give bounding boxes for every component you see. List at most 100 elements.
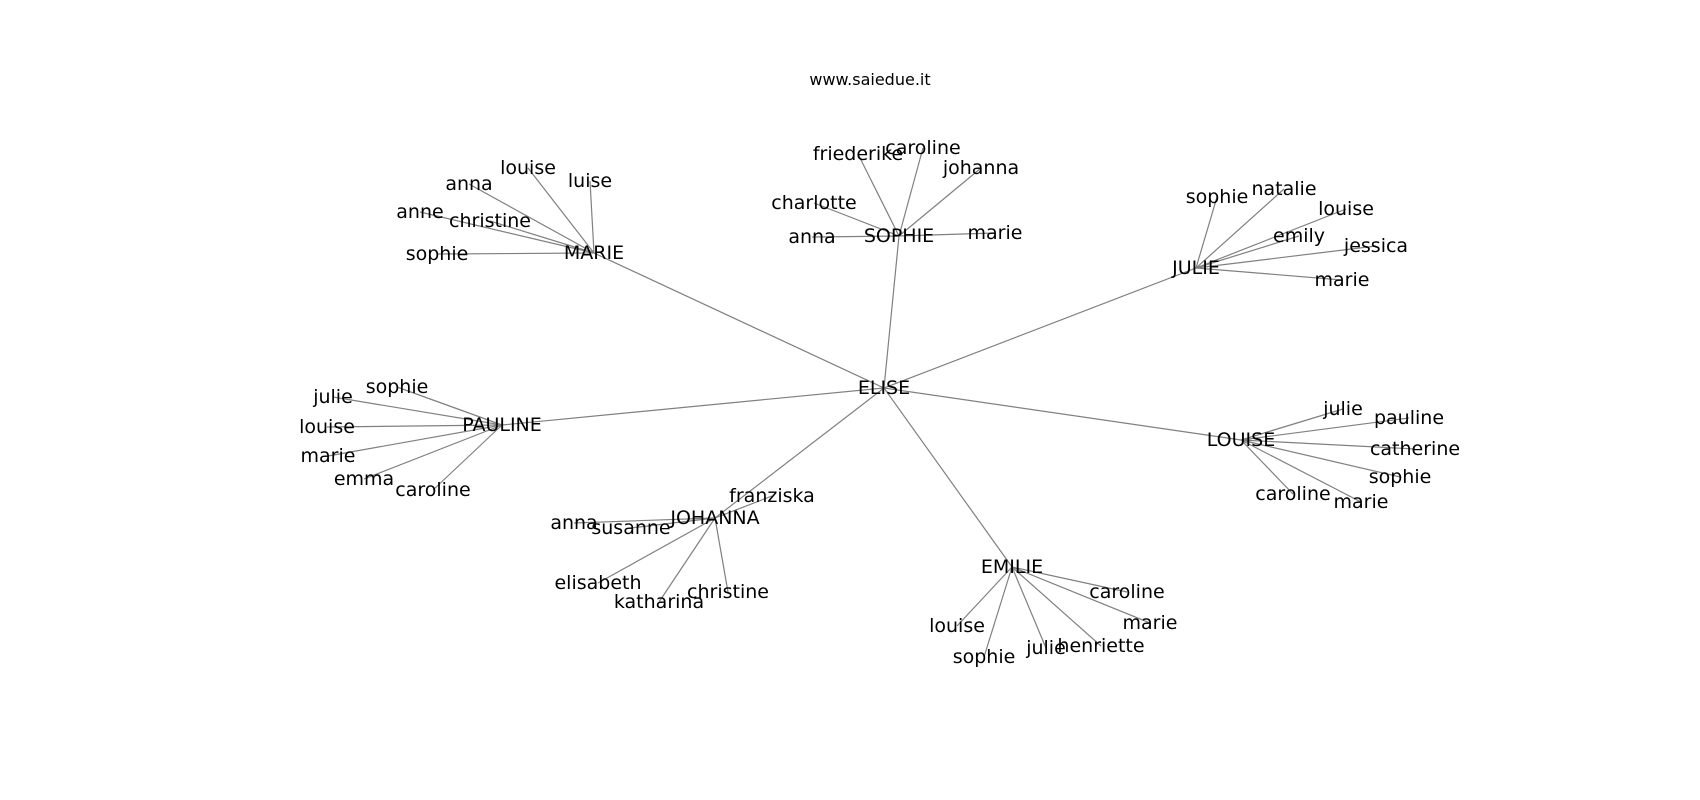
leaf-node-label: caroline xyxy=(885,137,960,159)
edge-emilie-sophie xyxy=(983,566,1013,658)
leaf-node-label: catherine xyxy=(1370,438,1460,460)
leaf-node-label: franziska xyxy=(729,485,815,507)
edge-marie-louise xyxy=(527,167,595,254)
leaf-node-label: charlotte xyxy=(771,192,856,214)
edge-emilie-henriette xyxy=(1011,566,1102,647)
hub-node-label: MARIE xyxy=(564,242,624,264)
edge-johanna-christine xyxy=(714,517,729,593)
edge-root-louise xyxy=(883,387,1242,441)
edge-root-julie xyxy=(883,267,1197,389)
edge-marie-anna xyxy=(468,183,595,254)
leaf-node-label: christine xyxy=(687,581,769,603)
leaf-node-label: christine xyxy=(449,210,531,232)
leaf-node-label: natalie xyxy=(1251,178,1316,200)
leaf-node-label: julie xyxy=(1322,398,1363,420)
edge-root-sophie xyxy=(883,235,900,389)
leaf-node-label: marie xyxy=(968,222,1023,244)
leaf-node-label: johanna xyxy=(942,157,1019,179)
leaf-node-label: julie xyxy=(1025,637,1066,659)
leaf-node-label: anna xyxy=(550,512,597,534)
leaf-node-label: katharina xyxy=(614,591,704,613)
leaf-node-label: marie xyxy=(1315,269,1370,291)
hub-node-label: SOPHIE xyxy=(864,225,934,247)
leaf-node-label: sophie xyxy=(1186,186,1249,208)
leaf-node-label: louise xyxy=(1318,198,1374,220)
edge-pauline-julie xyxy=(332,396,503,426)
leaf-node-label: louise xyxy=(299,416,355,438)
leaf-node-label: louise xyxy=(500,157,556,179)
edge-louise-catherine xyxy=(1240,439,1416,450)
edge-louise-pauline xyxy=(1240,417,1410,441)
edge-johanna-elisabeth xyxy=(597,517,716,584)
leaf-node-label: elisabeth xyxy=(554,572,641,594)
edge-johanna-katharina xyxy=(658,517,716,603)
leaf-node-label: anna xyxy=(445,173,492,195)
edge-julie-emily xyxy=(1195,235,1300,269)
leaf-node-label: marie xyxy=(1123,612,1178,634)
edge-root-marie xyxy=(593,252,885,389)
leaf-node-label: anne xyxy=(396,201,443,223)
edge-sophie-friederike xyxy=(857,153,900,237)
edge-root-johanna xyxy=(714,387,885,519)
edge-emilie-julie xyxy=(1011,566,1047,649)
edge-julie-jessica xyxy=(1195,245,1377,269)
leaf-node-label: pauline xyxy=(1374,407,1444,429)
edge-pauline-emma xyxy=(363,424,503,480)
root-node-label: ELISE xyxy=(858,377,910,399)
leaf-node-label: caroline xyxy=(1089,581,1164,603)
edge-sophie-johanna xyxy=(898,167,982,237)
leaf-node-label: caroline xyxy=(1255,483,1330,505)
edge-louise-julie xyxy=(1240,408,1344,441)
edge-louise-caroline xyxy=(1240,439,1294,495)
edge-marie-sophie xyxy=(436,252,595,255)
leaf-node-label: emily xyxy=(1273,225,1325,247)
leaf-node-label: anna xyxy=(788,226,835,248)
edge-sophie-marie xyxy=(898,232,996,237)
edge-sophie-anna xyxy=(811,235,900,238)
edge-marie-luise xyxy=(589,180,595,254)
edge-johanna-anna xyxy=(573,517,716,524)
edge-pauline-sophie xyxy=(396,386,503,426)
edge-pauline-caroline xyxy=(432,424,503,491)
edge-johanna-franziska xyxy=(714,495,773,519)
leaf-node-label: marie xyxy=(1334,491,1389,513)
edge-julie-natalie xyxy=(1195,188,1285,269)
edge-julie-marie xyxy=(1195,267,1343,281)
edge-layer xyxy=(326,147,1416,658)
hub-node-label: JULIE xyxy=(1171,257,1220,279)
leaf-node-label: louise xyxy=(929,615,985,637)
leaf-node-label: caroline xyxy=(395,479,470,501)
leaf-node-label: sophie xyxy=(406,243,469,265)
edge-julie-sophie xyxy=(1195,196,1218,269)
leaf-node-label: friederike xyxy=(813,143,903,165)
leaf-node-label: sophie xyxy=(366,376,429,398)
edge-emilie-marie xyxy=(1011,566,1151,624)
edge-julie-louise xyxy=(1195,208,1347,269)
leaf-node-label: susanne xyxy=(591,517,670,539)
edge-marie-christine xyxy=(489,220,595,254)
edge-sophie-charlotte xyxy=(813,202,900,237)
hub-node-label: EMILIE xyxy=(981,556,1043,578)
leaf-node-label: julie xyxy=(312,386,353,408)
leaf-node-label: henriette xyxy=(1057,635,1144,657)
hub-node-label: PAULINE xyxy=(462,414,542,436)
edge-louise-marie xyxy=(1240,439,1362,503)
site-watermark: www.saiedue.it xyxy=(809,70,931,89)
leaf-node-label: emma xyxy=(334,468,394,490)
leaf-node-label: sophie xyxy=(1369,466,1432,488)
edge-sophie-caroline xyxy=(898,147,924,237)
edge-root-emilie xyxy=(883,387,1013,568)
leaf-node-label: sophie xyxy=(953,646,1016,668)
edge-pauline-louise xyxy=(326,424,503,428)
leaf-node-label: luise xyxy=(568,170,612,192)
edge-marie-anne xyxy=(419,211,595,254)
edge-louise-sophie xyxy=(1240,439,1401,478)
leaf-node-label: jessica xyxy=(1343,235,1408,257)
edge-root-pauline xyxy=(501,387,885,426)
hub-node-label: JOHANNA xyxy=(669,507,759,529)
edge-johanna-susanne xyxy=(630,517,716,529)
edge-pauline-marie xyxy=(327,424,503,457)
hub-node-label: LOUISE xyxy=(1207,429,1275,451)
